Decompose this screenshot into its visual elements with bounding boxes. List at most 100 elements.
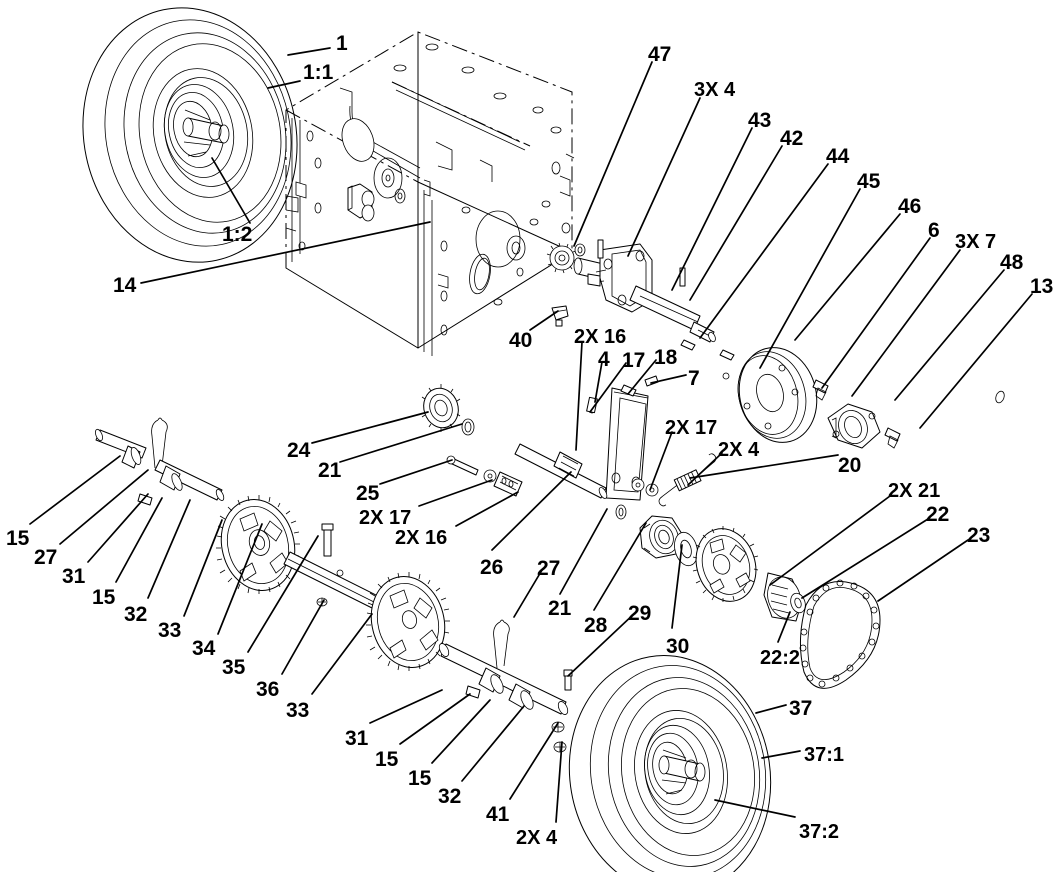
callout-37-2: 37:2 [799,821,840,843]
center-bracket-group [514,375,717,507]
callout-32: 32 [124,603,148,626]
leader-line [418,479,493,507]
leader-line [759,188,861,369]
callout-41: 41 [486,803,510,826]
leader-line [140,221,431,284]
leader-line [267,80,301,89]
leader-line [650,374,687,384]
callout-22: 22 [926,503,950,526]
callout-24: 24 [287,439,311,462]
callout-44: 44 [826,145,850,168]
callout-15: 15 [408,767,432,790]
leader-line [513,569,543,618]
leader-lines [29,47,1033,823]
leader-line [769,495,891,586]
callout-18: 18 [654,346,678,369]
leader-line [649,431,673,491]
callout-46: 46 [898,195,922,218]
leader-line [555,741,563,823]
leader-line [877,539,969,602]
leader-line [567,611,637,677]
callout-13: 13 [1030,275,1054,298]
chassis-frame [285,31,586,356]
callout-2x-16: 2X 16 [574,326,627,348]
leader-line [59,469,149,545]
callout-15: 15 [375,748,399,771]
leader-line [431,699,491,764]
callout-32: 32 [438,785,462,808]
callout-3x-7: 3X 7 [955,231,997,253]
callout-2x-21: 2X 21 [888,480,941,502]
leader-line [217,523,263,635]
leader-line [311,613,373,695]
callout-29: 29 [628,602,652,625]
leader-line [894,269,1005,401]
leader-line [689,454,839,479]
upper-shaft-group [95,417,450,671]
leader-line [491,471,572,551]
leader-line [115,497,163,583]
callout-4: 4 [598,348,610,371]
callout-42: 42 [780,127,804,150]
brake-drum [722,347,1005,443]
callout-15: 15 [6,527,30,550]
callout-2x-17: 2X 17 [665,417,718,439]
callout-47: 47 [648,43,672,66]
left-wheel-group [82,7,298,263]
leader-line [801,518,929,599]
callout-20: 20 [838,454,862,477]
callout-1: 1 [336,32,348,55]
leader-line [509,722,559,800]
callout-3x-4: 3X 4 [694,79,736,101]
lower-shaft-group [438,619,569,753]
leader-line [211,157,251,224]
callout-33: 33 [286,699,310,722]
leader-line [147,499,191,599]
callout-15: 15 [92,586,116,609]
callout-7: 7 [688,367,700,390]
leader-line [851,249,961,397]
leader-line [627,359,657,395]
callout-14: 14 [113,274,137,297]
callout-33: 33 [158,619,182,642]
leader-line [575,341,583,451]
leader-line [369,689,443,724]
callout-37: 37 [789,697,813,720]
leader-line [777,611,791,643]
leader-line [461,705,525,782]
right-wheel-group [568,655,772,872]
leader-line [29,455,121,525]
callout-1-2: 1:2 [222,223,253,246]
callout-1-1: 1:1 [303,61,334,84]
callout-2x-4: 2X 4 [718,439,760,461]
leader-line [761,750,801,759]
leader-line [339,423,463,463]
callout-6: 6 [928,219,940,242]
leader-line [699,163,829,339]
leader-line [87,493,149,563]
callout-2x-16: 2X 16 [395,527,448,549]
leader-line [379,459,453,485]
callout-30: 30 [666,635,690,658]
leader-line [594,361,603,403]
leader-line [714,799,796,818]
leader-line [821,237,931,389]
callout-28: 28 [584,614,608,637]
callout-22-2: 22:2 [760,647,801,669]
leader-line [671,127,753,291]
leader-line [559,508,608,595]
callout-35: 35 [222,656,246,679]
leader-line [687,452,723,486]
callout-36: 36 [256,678,280,701]
leader-line [247,535,319,653]
mid-small-parts [421,384,523,497]
leader-line [573,61,653,247]
callout-27: 27 [537,557,561,580]
flange-bearing-housing [827,403,901,449]
callout-21: 21 [318,459,342,482]
callout-45: 45 [857,170,881,193]
leader-line [689,145,783,301]
leader-line [919,293,1033,429]
